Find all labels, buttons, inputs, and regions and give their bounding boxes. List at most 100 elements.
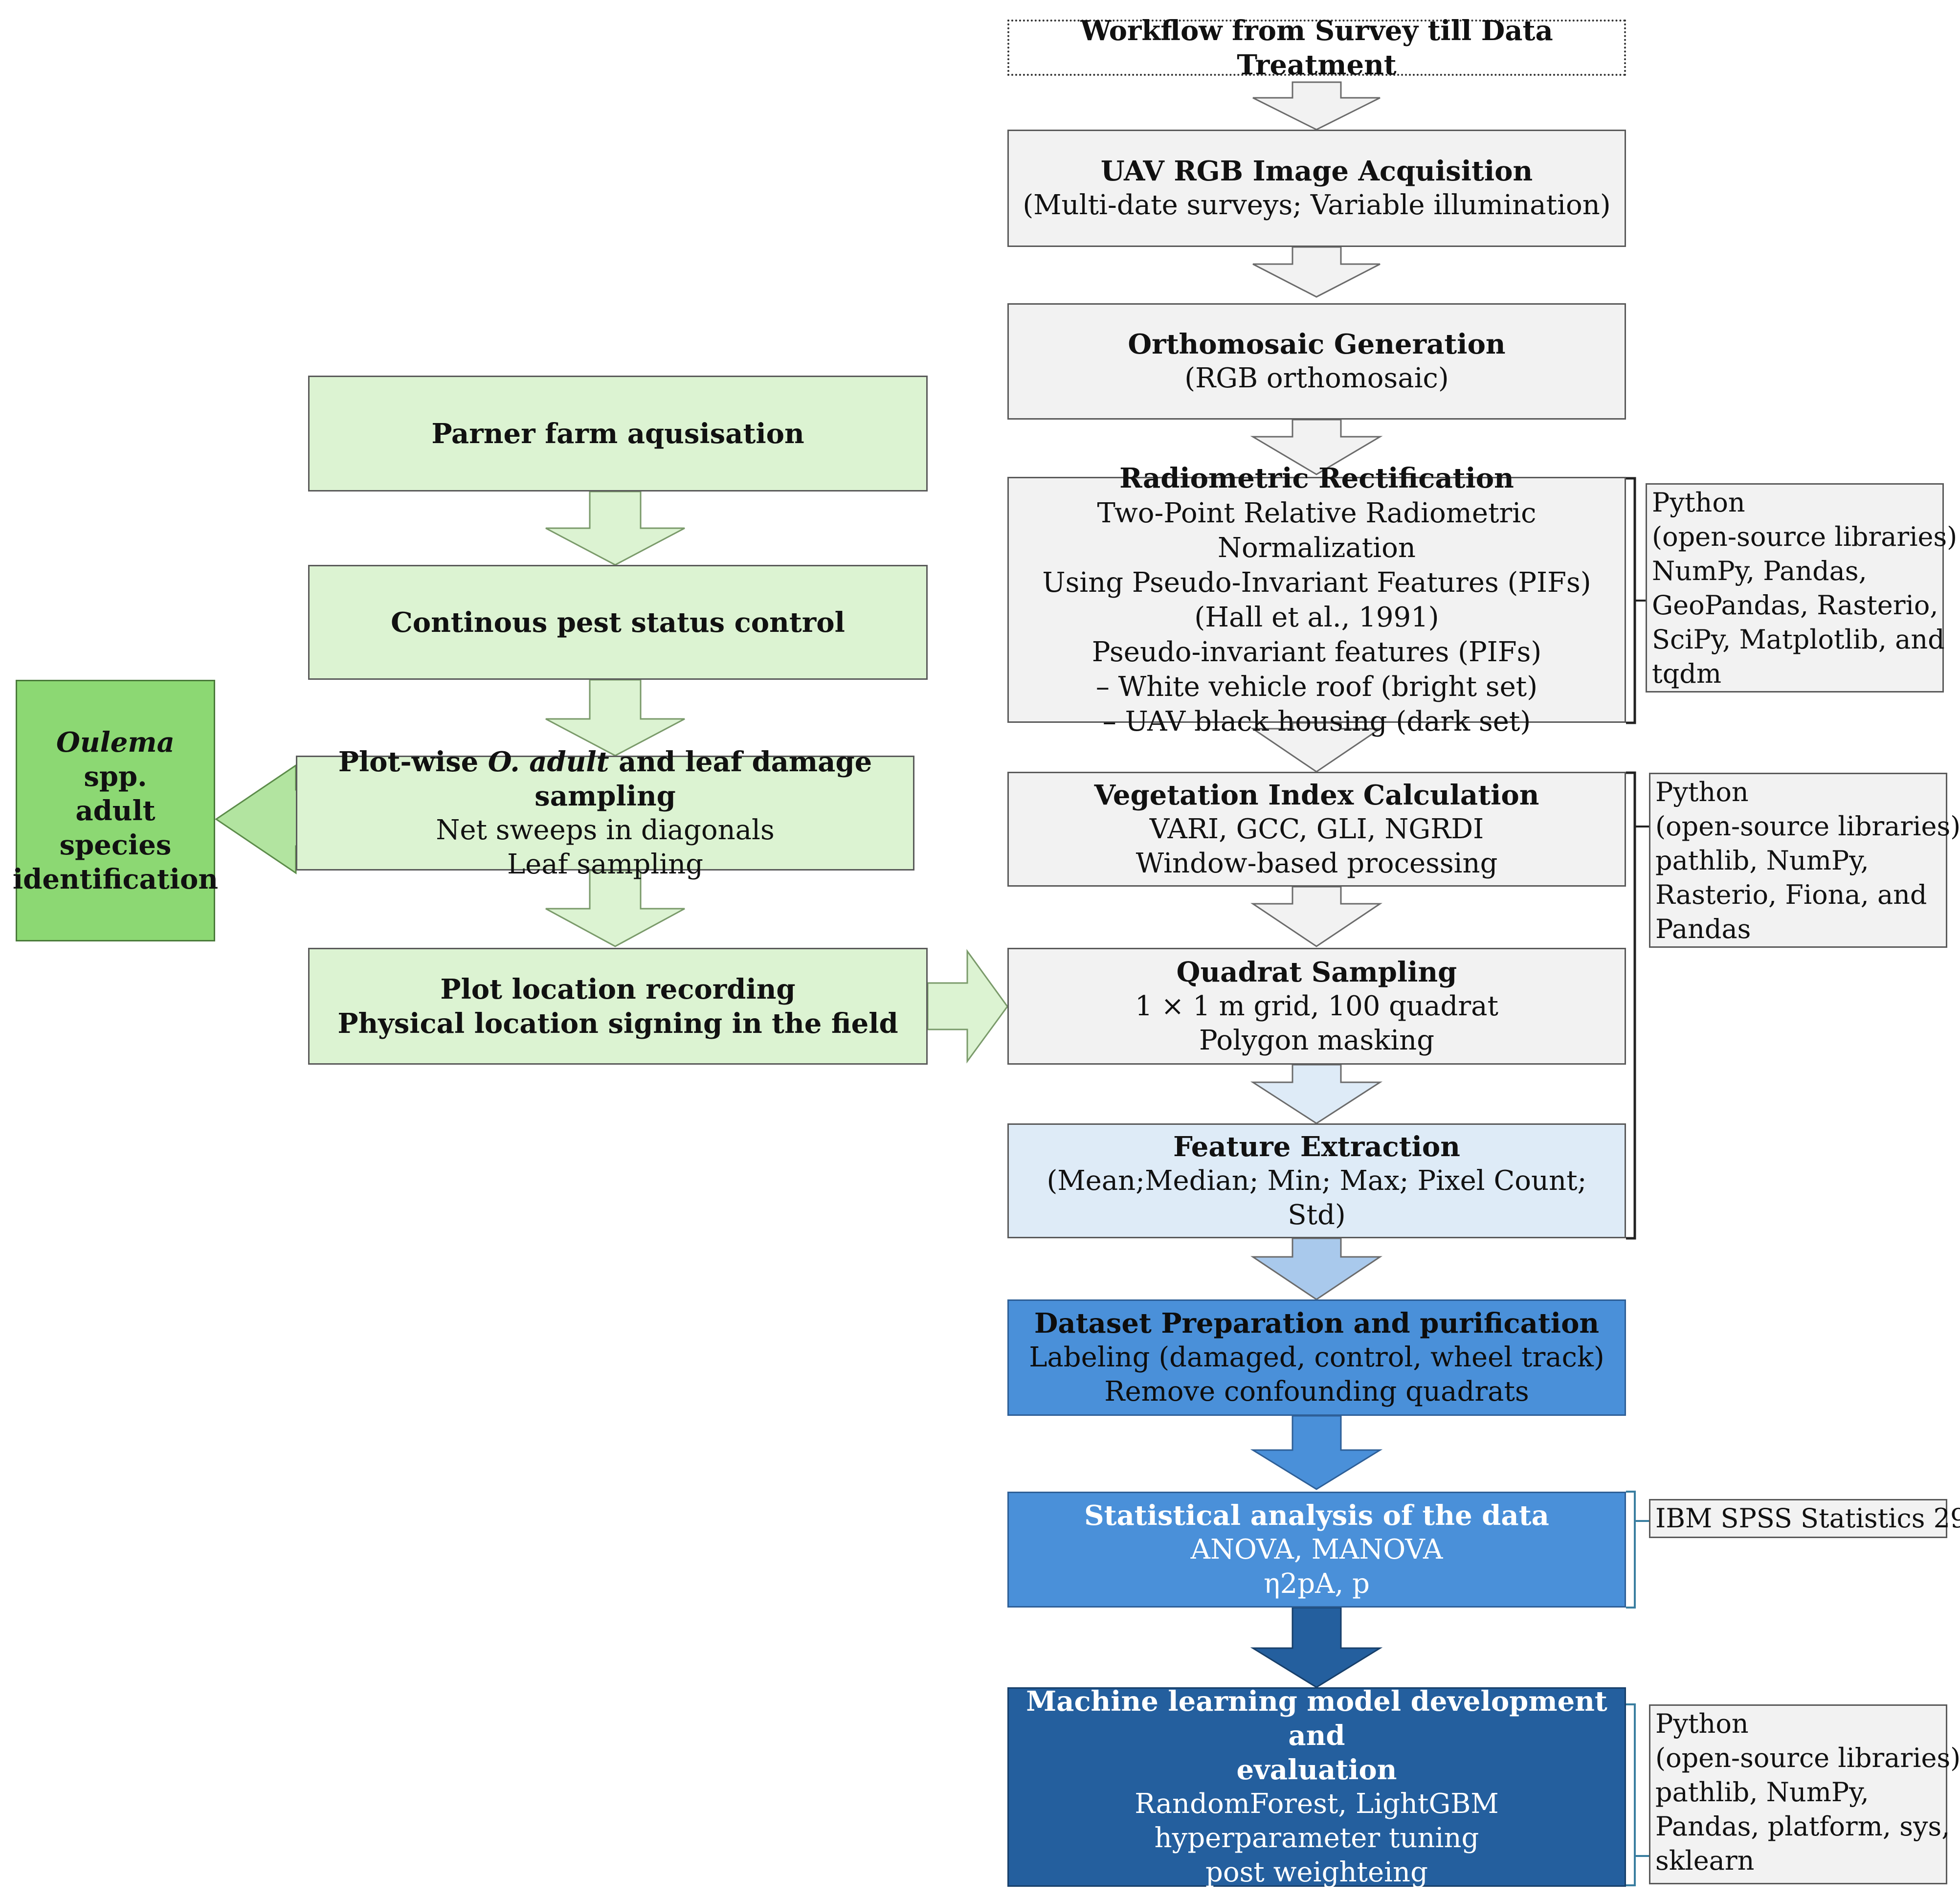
plot-sampling-box: Plot-wise O. adult and leaf damage sampl… [296,746,914,880]
feature-line: (Mean;Median; Min; Max; Pixel Count; Std… [1047,1164,1587,1231]
uav-title: UAV RGB Image Acquisition [1100,155,1533,187]
oulema-genus: Oulema [56,726,175,759]
oulema-spp: spp. [84,760,147,793]
uav-line: (Multi-date surveys; Variable illuminati… [1023,189,1611,221]
orthomosaic-box: Orthomosaic Generation (RGB orthomosaic) [1007,303,1626,420]
ml-title: evaluation [1236,1754,1397,1786]
plot-title: Plot-wise O. adult and leaf damage sampl… [302,745,908,813]
plot-line: Leaf sampling [507,848,704,880]
note-line: tqdm [1652,658,1722,689]
workflow-title-text: Workflow from Survey till Data Treatment [1080,14,1553,81]
partner-farm-box: Parner farm aqusisation [308,376,928,492]
note-line: Python [1652,487,1745,518]
ortho-title: Orthomosaic Generation [1128,328,1506,360]
vegetation-index-box: Vegetation Index Calculation VARI, GCC, … [1007,772,1626,887]
radiometric-line: (Hall et al., 1991) [1194,601,1439,633]
radiometric-line: Using Pseudo-Invariant Features (PIFs) [1042,566,1591,599]
python-libraries-note-1: Python (open-source libraries) NumPy, Pa… [1646,483,1958,693]
oulema-identification-box: Oulema spp. adult species identification [12,680,219,941]
feature-title: Feature Extraction [1173,1130,1460,1163]
plot-title-post: and leaf damage sampling [535,745,872,812]
ml-line: post weighteing [1205,1856,1428,1888]
note-line: (open-source libraries) [1655,1743,1960,1773]
ml-line: hyperparameter tuning [1154,1822,1479,1854]
dataset-line: Remove confounding quadrats [1104,1376,1529,1408]
plot-title-pre: Plot-wise [338,745,488,778]
note-line: Pandas, platform, sys, [1655,1811,1950,1842]
plot-line: Net sweeps in diagonals [436,814,775,846]
plot-location-box: Plot location recording Physical locatio… [308,948,928,1065]
note-line: IBM SPSS Statistics 29 [1655,1503,1960,1534]
workflow-title: Workflow from Survey till Data Treatment [1007,15,1626,81]
bracket [1626,771,1636,1240]
arrow-down [1250,1607,1383,1688]
arrow-down [545,870,685,947]
note-line: Pandas [1655,914,1751,944]
radiometric-box: Radiometric Rectification Two-Point Rela… [1007,462,1626,738]
arrow-down [1250,1064,1383,1124]
oulema-line: Oulema spp. [22,725,209,794]
location-line: Physical location signing in the field [337,1007,898,1040]
note-line: SciPy, Matplotlib, and [1652,624,1945,655]
python-libraries-note-3: Python (open-source libraries) pathlib, … [1649,1704,1960,1884]
arrow-down [1250,419,1383,475]
location-line: Plot location recording [440,973,796,1006]
arrow-down [1250,722,1382,773]
arrow-down [1252,81,1381,131]
arrow-right [927,949,1008,1064]
radiometric-line: Two-Point Relative Radiometric Normaliza… [1097,497,1537,564]
note-line: Python [1655,777,1749,807]
dataset-preparation-box: Dataset Preparation and purification Lab… [1007,1299,1626,1416]
uav-acquisition-box: UAV RGB Image Acquisition (Multi-date su… [1007,130,1626,247]
arrow-down [1250,1237,1382,1300]
radiometric-line: Pseudo-invariant features (PIFs) [1091,636,1542,668]
bracket [1626,1491,1636,1609]
note-line: pathlib, NumPy, [1655,1777,1869,1808]
vegetation-title: Vegetation Index Calculation [1094,779,1539,811]
machine-learning-box: Machine learning model development and e… [1007,1685,1626,1888]
note-line: NumPy, Pandas, [1652,556,1867,586]
pest-title: Continous pest status control [391,606,845,639]
bracket [1626,1703,1636,1886]
arrow-down [1252,246,1381,298]
arrow-down [545,491,685,566]
stats-title: Statistical analysis of the data [1084,1499,1549,1532]
dataset-title: Dataset Preparation and purification [1034,1307,1600,1340]
stats-line: ANOVA, MANOVA [1190,1533,1443,1565]
pest-control-box: Continous pest status control [308,565,928,680]
note-line: (open-source libraries) [1652,521,1958,552]
arrow-down [1250,1415,1383,1490]
statistical-analysis-box: Statistical analysis of the data ANOVA, … [1007,1492,1626,1608]
note-line: Rasterio, Fiona, and [1655,879,1927,910]
radiometric-line: – White vehicle roof (bright set) [1095,671,1538,703]
note-line: GeoPandas, Rasterio, [1652,590,1938,621]
oulema-line: adult species [59,794,172,861]
python-libraries-note-2: Python (open-source libraries) pathlib, … [1649,773,1960,948]
note-line: Python [1655,1708,1749,1739]
farm-title: Parner farm aqusisation [431,417,804,450]
quadrat-title: Quadrat Sampling [1176,956,1457,988]
radiometric-title: Radiometric Rectification [1119,462,1514,494]
dataset-line: Labeling (damaged, control, wheel track) [1029,1341,1604,1373]
quadrat-line: Polygon masking [1199,1024,1435,1056]
stats-line: η2pA, p [1264,1567,1370,1600]
vegetation-line: Window-based processing [1136,847,1498,879]
arrow-down [1250,886,1382,947]
quadrat-line: 1 × 1 m grid, 100 quadrat [1135,990,1498,1022]
quadrat-sampling-box: Quadrat Sampling 1 × 1 m grid, 100 quadr… [1007,948,1626,1065]
radiometric-line: – UAV black housing (dark set) [1102,705,1531,738]
spss-note: IBM SPSS Statistics 29 [1649,1499,1960,1538]
bracket [1626,477,1636,724]
ml-title: Machine learning model development and [1026,1685,1607,1752]
oulema-line: identification [12,863,219,895]
ortho-line: (RGB orthomosaic) [1184,362,1449,394]
ml-line: RandomForest, LightGBM [1135,1788,1499,1820]
note-line: sklearn [1655,1845,1755,1876]
vegetation-line: VARI, GCC, GLI, NGRDI [1149,813,1484,845]
arrow-down [545,679,685,757]
feature-extraction-box: Feature Extraction (Mean;Median; Min; Ma… [1007,1123,1626,1238]
plot-title-species: O. adult [488,745,609,778]
note-line: (open-source libraries) [1655,811,1960,842]
note-line: pathlib, NumPy, [1655,845,1869,876]
